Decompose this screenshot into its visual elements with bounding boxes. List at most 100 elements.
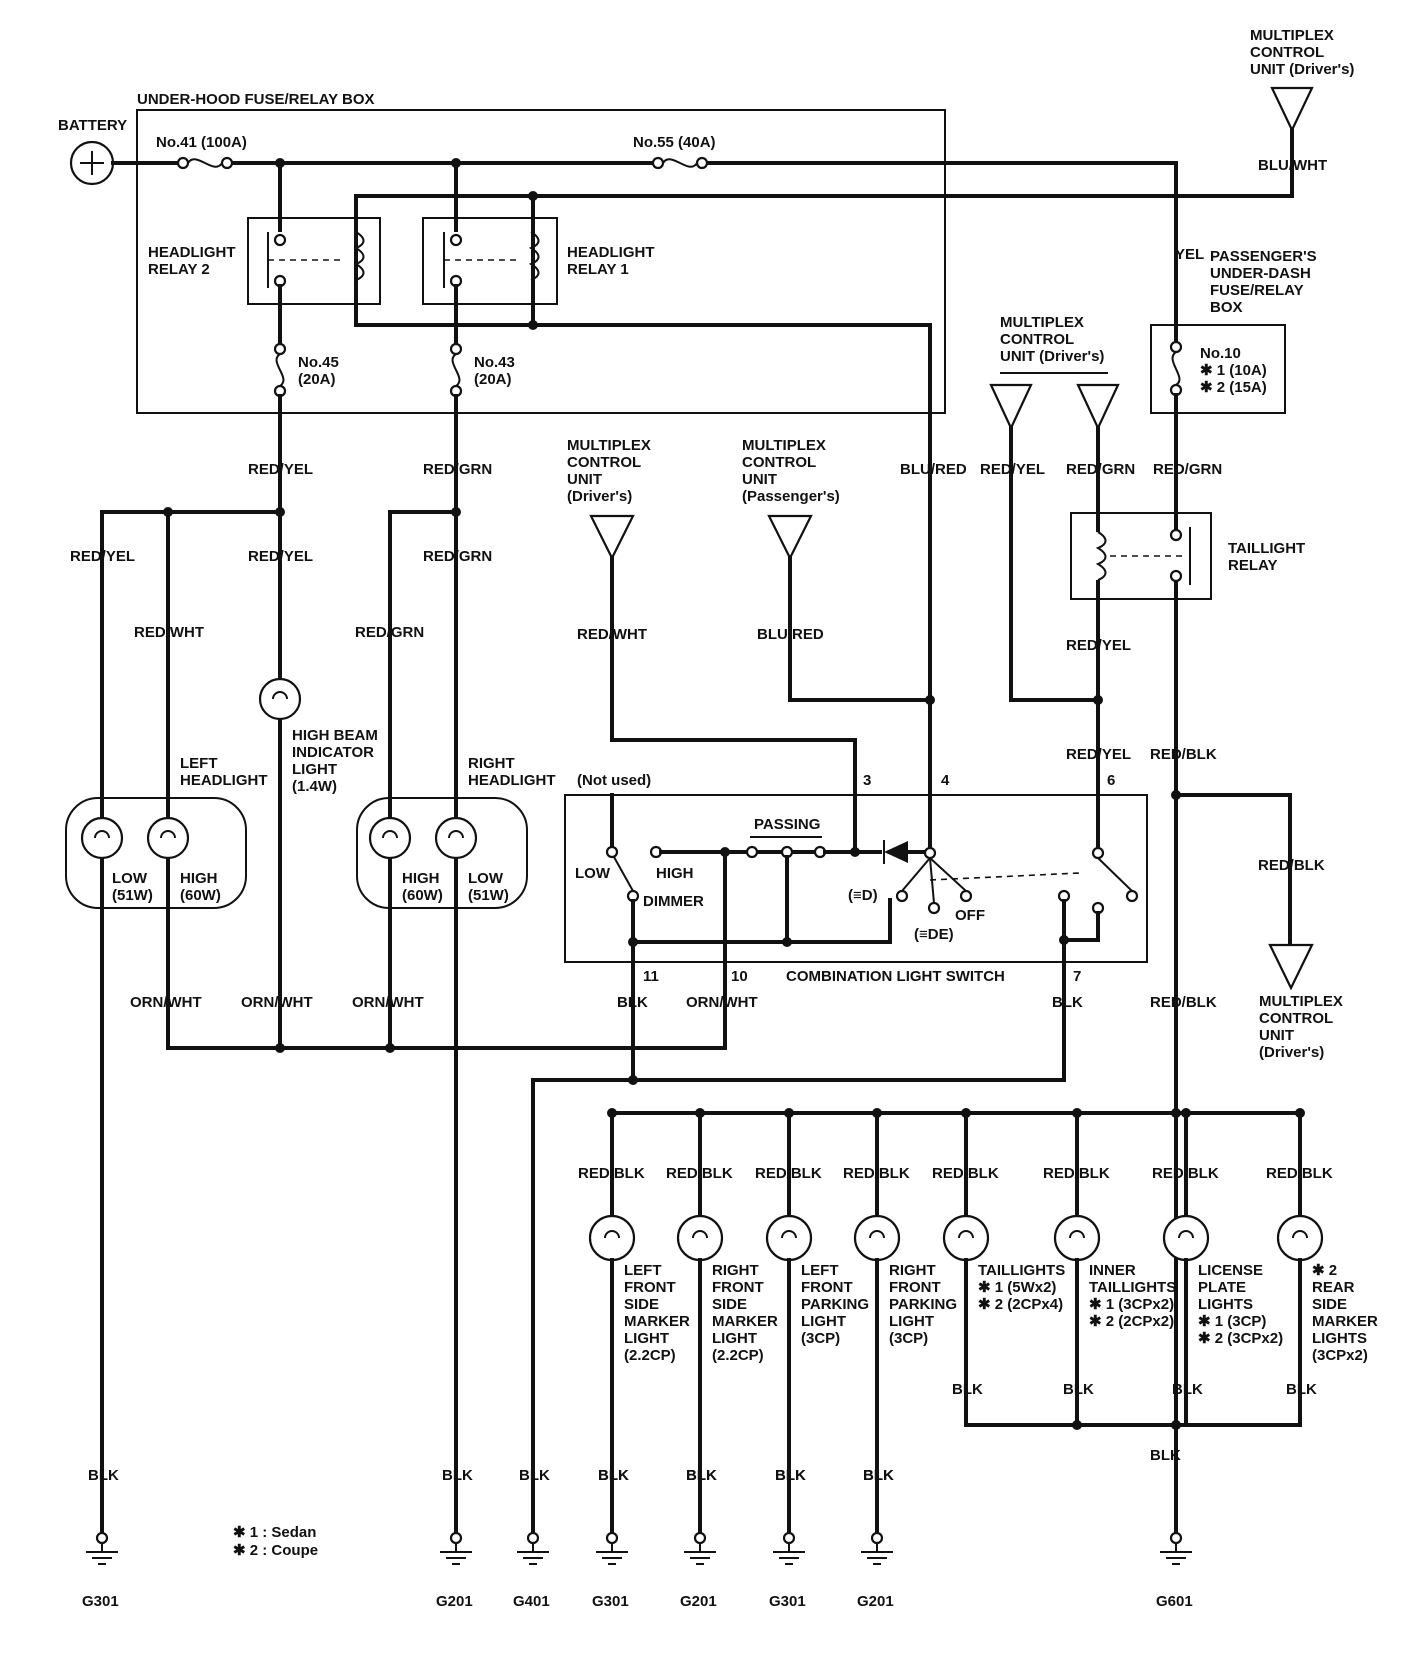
ground-terminal [693, 1531, 707, 1545]
headlight-relay-1 [422, 217, 558, 305]
wire-label: BLK [1063, 1381, 1094, 1398]
wire-label: BLK [1150, 1447, 1181, 1464]
ground-label: G301 [82, 1593, 119, 1610]
ground-terminal [526, 1531, 540, 1545]
left-low-watt: (51W) [112, 887, 153, 904]
ground-terminal [449, 1531, 463, 1545]
wire-label: RED/WHT [577, 626, 647, 643]
wire-label: RED/BLK [1150, 746, 1217, 763]
fuse-41 [176, 156, 234, 170]
svg-text:(20A): (20A) [298, 371, 336, 388]
lamp-label: FRONT [801, 1279, 853, 1296]
svg-text:PASSENGER'S: PASSENGER'S [1210, 248, 1317, 265]
lamp-filament [869, 1230, 885, 1239]
right-headlight-label: RIGHT HEADLIGHT [468, 755, 556, 789]
mux-driver-triangle [589, 514, 635, 561]
passing-label: PASSING [754, 816, 820, 833]
svg-text:HEADLIGHT: HEADLIGHT [468, 772, 556, 789]
lamp-filament [958, 1230, 974, 1239]
wire-label: BLK [598, 1467, 629, 1484]
wire-label: ORN/WHT [352, 994, 424, 1011]
fuse-45-label: No.45 (20A) [298, 354, 339, 388]
wire-label: BLK [1052, 994, 1083, 1011]
lamp-bulb [1053, 1214, 1101, 1262]
svg-text:(Driver's): (Driver's) [1259, 1044, 1324, 1061]
lamp-label: LIGHT [801, 1313, 846, 1330]
wire-label: BLU/RED [900, 461, 967, 478]
svg-text:MULTIPLEX: MULTIPLEX [1250, 27, 1334, 44]
wire-label: ORN/WHT [241, 994, 313, 1011]
svg-text:MULTIPLEX: MULTIPLEX [567, 437, 651, 454]
wire-label: RED/YEL [70, 548, 135, 565]
ground-terminal [95, 1531, 109, 1545]
svg-text:UNIT (Driver's): UNIT (Driver's) [1250, 61, 1354, 78]
lamp-label: LICENSE [1198, 1262, 1263, 1279]
lamp-label: PARKING [801, 1296, 869, 1313]
yel-label: YEL [1175, 246, 1204, 263]
wire-label: BLK [617, 994, 648, 1011]
wire-label: BLK [1172, 1381, 1203, 1398]
wire-label: RED/BLK [1266, 1165, 1333, 1182]
wire-label: RED/BLK [666, 1165, 733, 1182]
wire-label: RED/BLK [1258, 857, 1325, 874]
lamp-label: ✱ 2 (3CPx2) [1198, 1330, 1283, 1347]
wire-label: RED/YEL [1066, 746, 1131, 763]
ground-label: G301 [769, 1593, 806, 1610]
lamp-label: ✱ 2 (2CPx4) [978, 1296, 1063, 1313]
right-low-watt: (51W) [468, 887, 509, 904]
mux-mid-label: MULTIPLEX CONTROL UNIT (Driver's) [1000, 314, 1104, 365]
svg-text:HEADLIGHT: HEADLIGHT [567, 244, 655, 261]
wire-label: RED/GRN [1066, 461, 1135, 478]
svg-text:HEADLIGHT: HEADLIGHT [180, 772, 268, 789]
svg-text:✱ 1 (10A): ✱ 1 (10A) [1200, 362, 1267, 379]
ground-terminal [1169, 1531, 1183, 1545]
ground-label: G201 [680, 1593, 717, 1610]
main-light-switch [895, 698, 1081, 915]
underhood-box [136, 109, 946, 414]
wire-label: BLK [88, 1467, 119, 1484]
lamp-label: SIDE [712, 1296, 747, 1313]
wire-label: RED/BLK [1043, 1165, 1110, 1182]
lamp-bulb [765, 1214, 813, 1262]
wire-label: BLK [1286, 1381, 1317, 1398]
dimmer-low-label: LOW [575, 865, 611, 882]
lamp-label: MARKER [1312, 1313, 1378, 1330]
taillight-relay [1070, 512, 1212, 600]
lamp-label: MARKER [712, 1313, 778, 1330]
left-low-label: LOW [112, 870, 148, 887]
fuse-43 [449, 342, 463, 398]
headlight-relay-1-label: HEADLIGHT RELAY 1 [567, 244, 655, 278]
right-headlight [356, 797, 528, 909]
mux-mid-triangle-2 [1076, 383, 1120, 431]
battery-label: BATTERY [58, 117, 127, 134]
combination-light-switch-label: COMBINATION LIGHT SWITCH [786, 968, 1005, 985]
svg-text:MULTIPLEX: MULTIPLEX [1259, 993, 1343, 1010]
wire-label: BLK [519, 1467, 550, 1484]
lamp-label: LIGHT [712, 1330, 757, 1347]
lamp-label: FRONT [712, 1279, 764, 1296]
tail-switch [531, 846, 1139, 1537]
lamp-bulb [588, 1214, 636, 1262]
svg-text:MULTIPLEX: MULTIPLEX [742, 437, 826, 454]
svg-text:✱ 2 (15A): ✱ 2 (15A) [1200, 379, 1267, 396]
svg-text:HIGH BEAM: HIGH BEAM [292, 727, 378, 744]
blu-wht-label: BLU/WHT [1258, 157, 1327, 174]
wire-label: RED/YEL [1066, 637, 1131, 654]
lamp-label: (3CP) [801, 1330, 840, 1347]
lamp-label: SIDE [1312, 1296, 1347, 1313]
svg-text:UNIT: UNIT [1259, 1027, 1294, 1044]
mux-right-triangle [1268, 943, 1314, 991]
lamp-label: RIGHT [889, 1262, 936, 1279]
mux-right-label: MULTIPLEX CONTROL UNIT (Driver's) [1259, 993, 1343, 1061]
lamp-filament [1292, 1230, 1308, 1239]
fuse-55-label: No.55 (40A) [633, 134, 716, 151]
ground-terminal [605, 1531, 619, 1545]
right-high-watt: (60W) [402, 887, 443, 904]
svg-text:CONTROL: CONTROL [1259, 1010, 1333, 1027]
lamp-bulb [853, 1214, 901, 1262]
fuse-41-label: No.41 (100A) [156, 134, 247, 151]
lamp-filament [692, 1230, 708, 1239]
not-used-label: (Not used) [577, 772, 651, 789]
